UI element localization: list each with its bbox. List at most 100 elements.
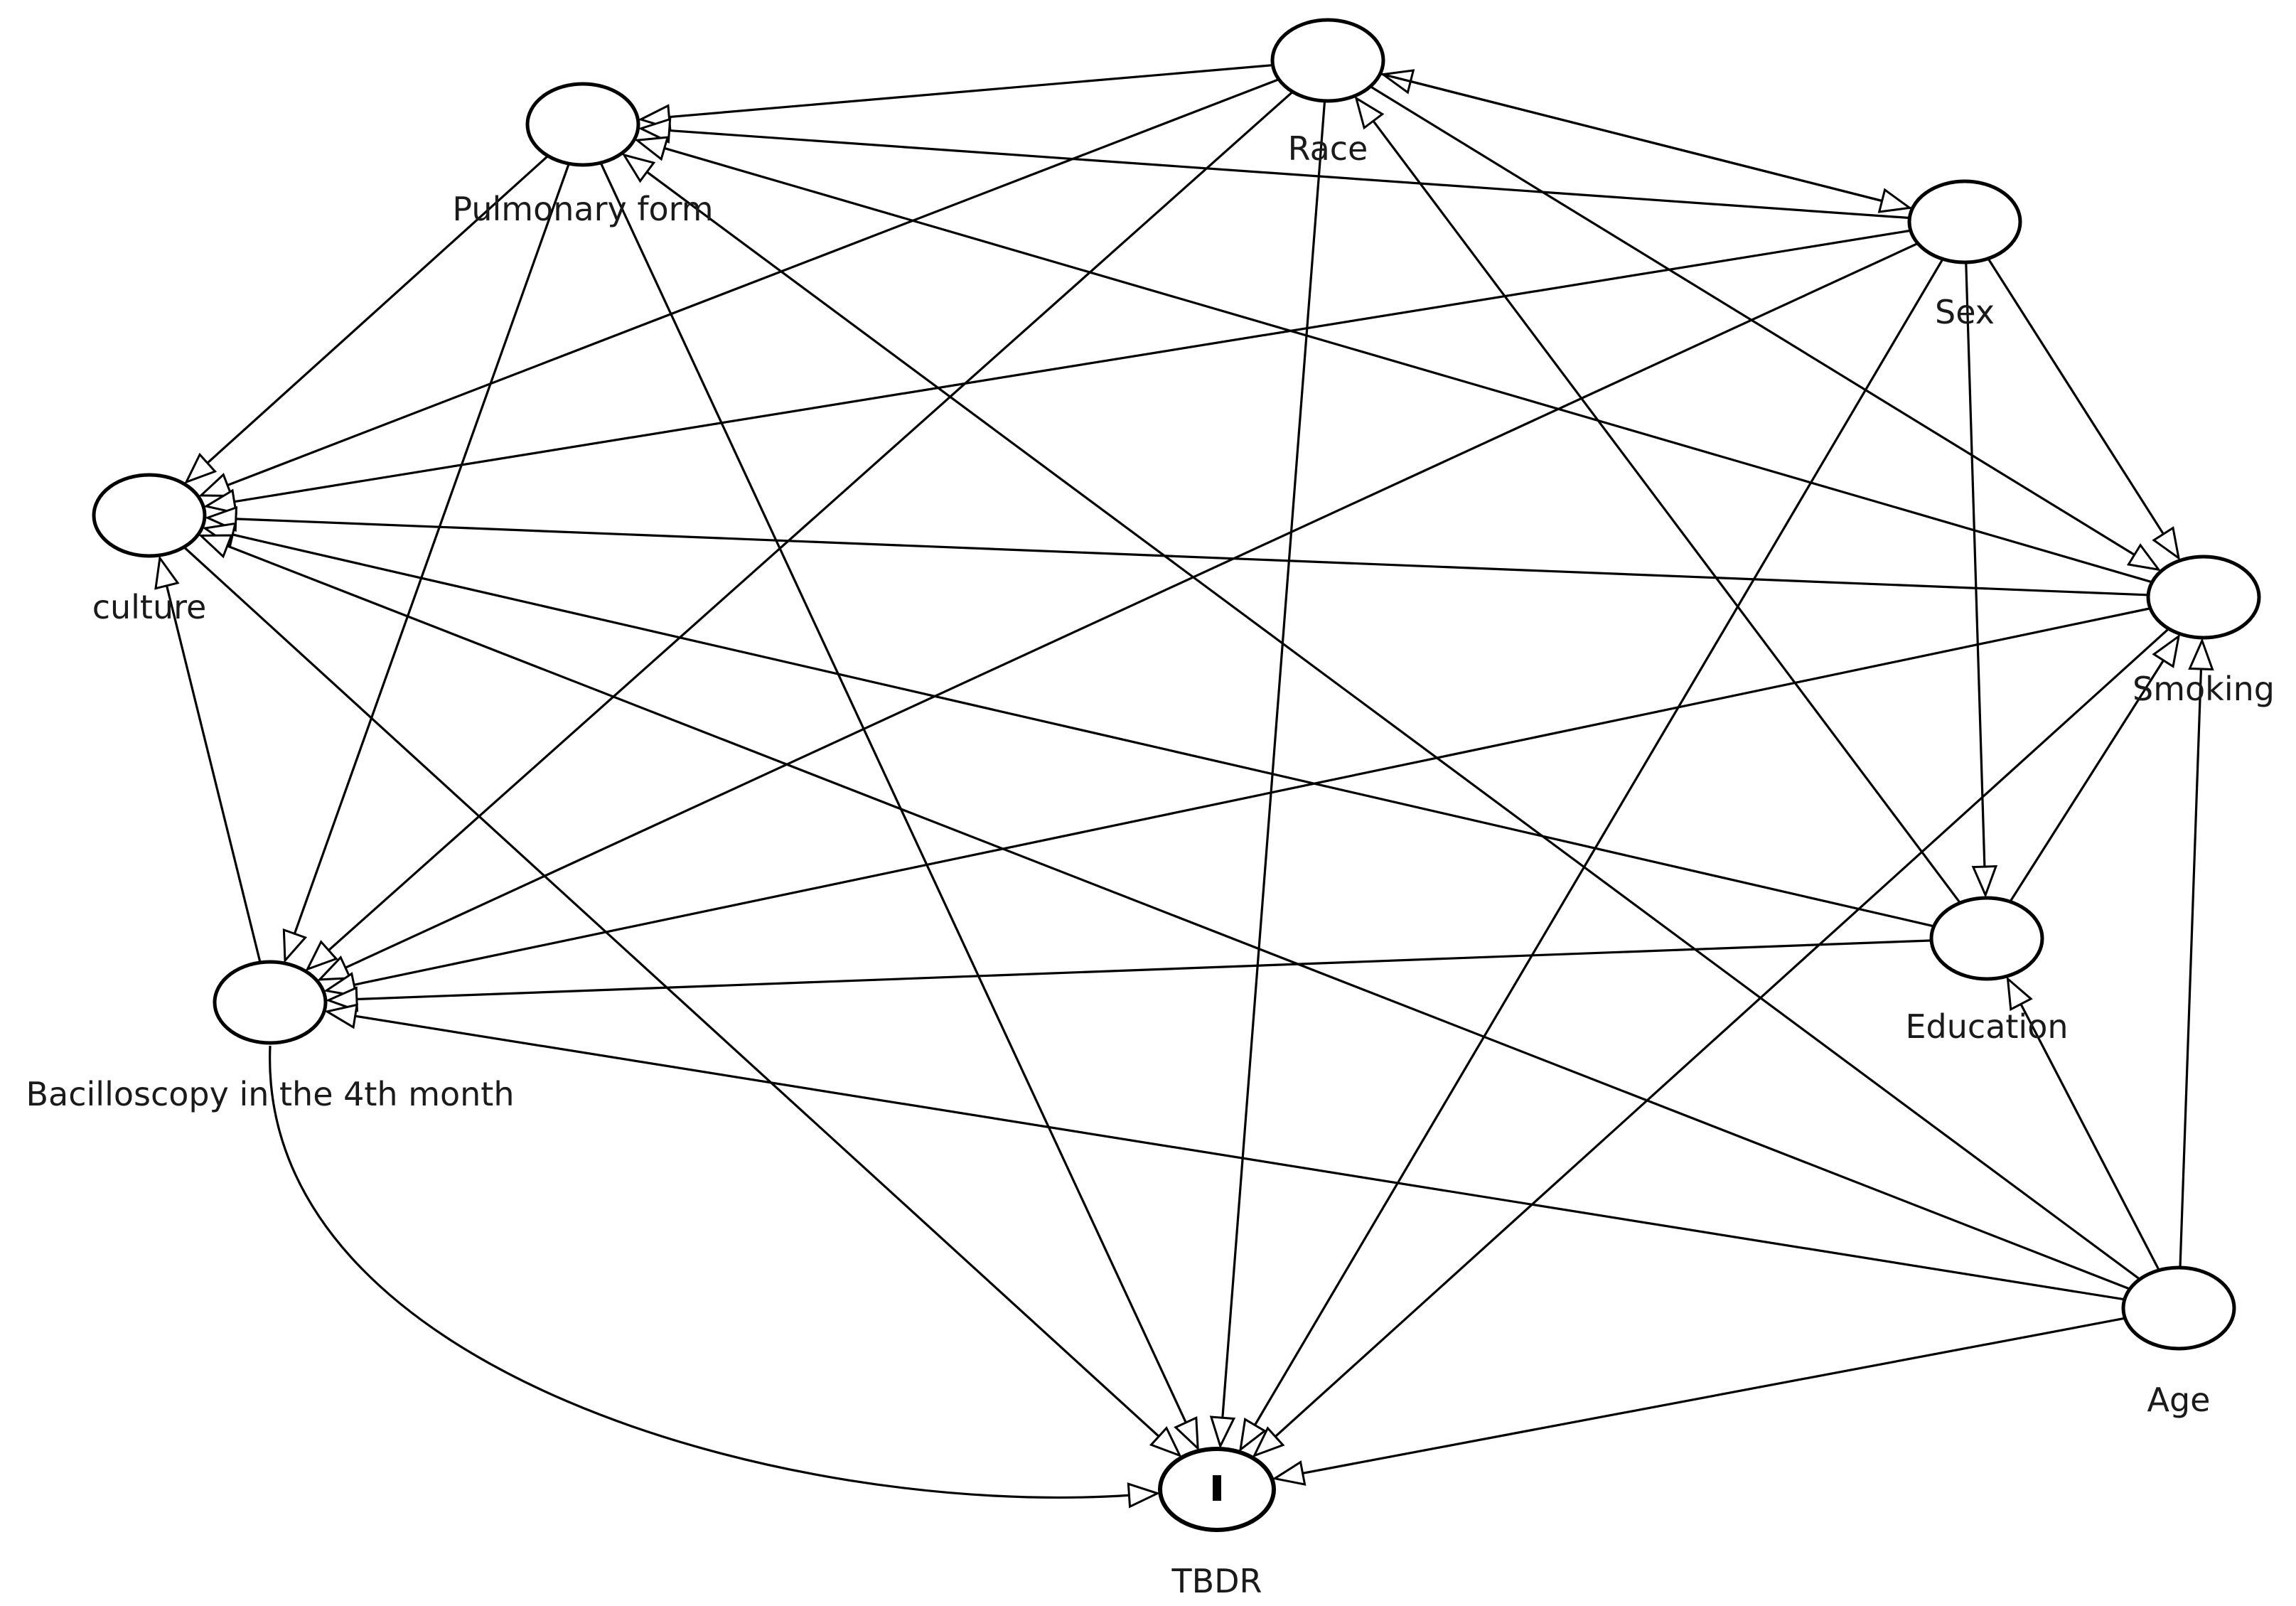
arrowhead-icon [2006, 976, 2033, 1012]
node-sex[interactable]: Sex [1907, 179, 2022, 331]
edge-line [1275, 628, 2169, 1438]
node-tbdr[interactable]: TBDR [1158, 1447, 1276, 1600]
edge-pulmonary-to-bacilloscopy [282, 164, 570, 963]
edge-line [235, 518, 2147, 596]
edge-line [2179, 668, 2203, 1267]
edge-race-to-sex [1381, 73, 1913, 213]
arrowhead-icon [1877, 188, 1913, 213]
edge-education-to-bacilloscopy [325, 939, 1931, 1012]
arrowhead-icon [324, 1003, 358, 1029]
arrowhead-icon [154, 555, 180, 590]
arrowhead-icon [1149, 1425, 1182, 1458]
edge-race-to-culture [198, 78, 1278, 497]
node-label-age: Age [2147, 1381, 2211, 1419]
node-ellipse[interactable] [1907, 179, 2022, 264]
arrowhead-icon [305, 940, 338, 971]
edge-line [356, 939, 1931, 1001]
edge-smoking-to-tbdr [1252, 628, 2169, 1458]
edge-line [206, 156, 548, 464]
edge-sex-to-culture [203, 230, 1910, 515]
edge-sex-to-smoking [1987, 259, 2181, 561]
arrowhead-icon [282, 928, 308, 963]
arrowhead-icon [2152, 633, 2181, 668]
arrowhead-icon [325, 986, 359, 1012]
node-education[interactable]: Education [1905, 896, 2069, 1046]
edge-line [669, 64, 1272, 119]
edge-line [1965, 263, 1986, 867]
edge-line [293, 164, 570, 934]
node-label-pulmonary: Pulmonary form [452, 190, 713, 228]
edges-layer [154, 64, 2214, 1509]
edge-sex-to-pulmonary [638, 117, 1909, 219]
edge-line [269, 1045, 1130, 1499]
edge-pulmonary-to-culture [184, 156, 548, 484]
edge-line [1381, 73, 1883, 203]
node-ellipse[interactable] [1270, 18, 1385, 103]
arrowhead-icon [1252, 1426, 1285, 1458]
edge-line [1253, 259, 1943, 1426]
edge-bacilloscopy-to-tbdr [269, 1045, 1161, 1509]
node-age[interactable]: Age [2121, 1265, 2236, 1419]
node-pulmonary[interactable]: Pulmonary form [452, 82, 714, 228]
edge-line [2019, 1003, 2160, 1270]
arrowhead-icon [198, 472, 233, 497]
edge-education-to-culture [202, 522, 1933, 927]
edge-pulmonary-to-tbdr [600, 164, 1199, 1451]
edge-age-to-tbdr [1272, 1317, 2124, 1486]
arrowhead-icon [1354, 95, 1385, 130]
node-ellipse[interactable] [92, 473, 207, 558]
edge-line [328, 92, 1293, 951]
arrowhead-icon [1272, 1460, 1307, 1486]
node-ellipse[interactable] [213, 960, 328, 1045]
edge-line [345, 242, 1917, 969]
edge-line [2010, 659, 2164, 901]
edge-line [1372, 120, 1960, 903]
edge-smoking-to-bacilloscopy [323, 607, 2150, 997]
arrowhead-icon [634, 136, 670, 161]
edge-race-to-tbdr [1209, 102, 1326, 1450]
edge-age-to-smoking [2179, 637, 2214, 1267]
edge-culture-to-tbdr [184, 547, 1182, 1458]
edge-line [1370, 86, 2135, 556]
edge-line [184, 547, 1160, 1438]
edge-race-to-smoking [1370, 86, 2162, 572]
edge-line [669, 129, 1909, 219]
edge-line [227, 78, 1278, 487]
node-label-education: Education [1905, 1007, 2068, 1046]
edge-line [1987, 259, 2164, 535]
edge-line [355, 1015, 2124, 1301]
arrowhead-icon [1174, 1415, 1199, 1451]
node-label-bacilloscopy: Bacilloscopy in the 4th month [26, 1075, 514, 1113]
node-label-sex: Sex [1935, 293, 1995, 331]
arrowhead-icon [198, 534, 233, 559]
edge-line [232, 533, 1933, 927]
node-smoking[interactable]: Smoking [2133, 555, 2275, 708]
edge-bacilloscopy-to-culture [154, 555, 262, 962]
edge-line [353, 607, 2150, 986]
edge-sex-to-education [1965, 263, 1998, 899]
node-ellipse[interactable] [2146, 555, 2261, 640]
node-label-race: Race [1288, 129, 1368, 168]
node-bacilloscopy[interactable]: Bacilloscopy in the 4th month [26, 960, 515, 1113]
node-ellipse[interactable] [525, 82, 640, 167]
arrowhead-icon [2126, 543, 2162, 572]
edge-age-to-education [2006, 976, 2160, 1270]
edge-education-to-race [1354, 95, 1960, 903]
arrowhead-icon [621, 153, 656, 183]
edge-line [227, 545, 2129, 1290]
node-ellipse[interactable] [1929, 896, 2044, 981]
node-culture[interactable]: culture [92, 473, 207, 626]
edge-age-to-pulmonary [621, 153, 2140, 1280]
edge-smoking-to-culture [204, 505, 2147, 596]
arrowhead-icon [2152, 526, 2181, 561]
edge-smoking-to-pulmonary [634, 136, 2152, 583]
node-race[interactable]: Race [1270, 18, 1385, 168]
edge-line [1221, 102, 1326, 1418]
edge-line [600, 164, 1187, 1423]
edge-age-to-culture [198, 534, 2129, 1290]
outcome-marker-icon [1213, 1475, 1221, 1501]
edge-line [1302, 1317, 2124, 1474]
arrowhead-icon [1127, 1482, 1161, 1509]
node-ellipse[interactable] [2121, 1265, 2236, 1351]
edge-age-to-bacilloscopy [324, 1003, 2124, 1301]
